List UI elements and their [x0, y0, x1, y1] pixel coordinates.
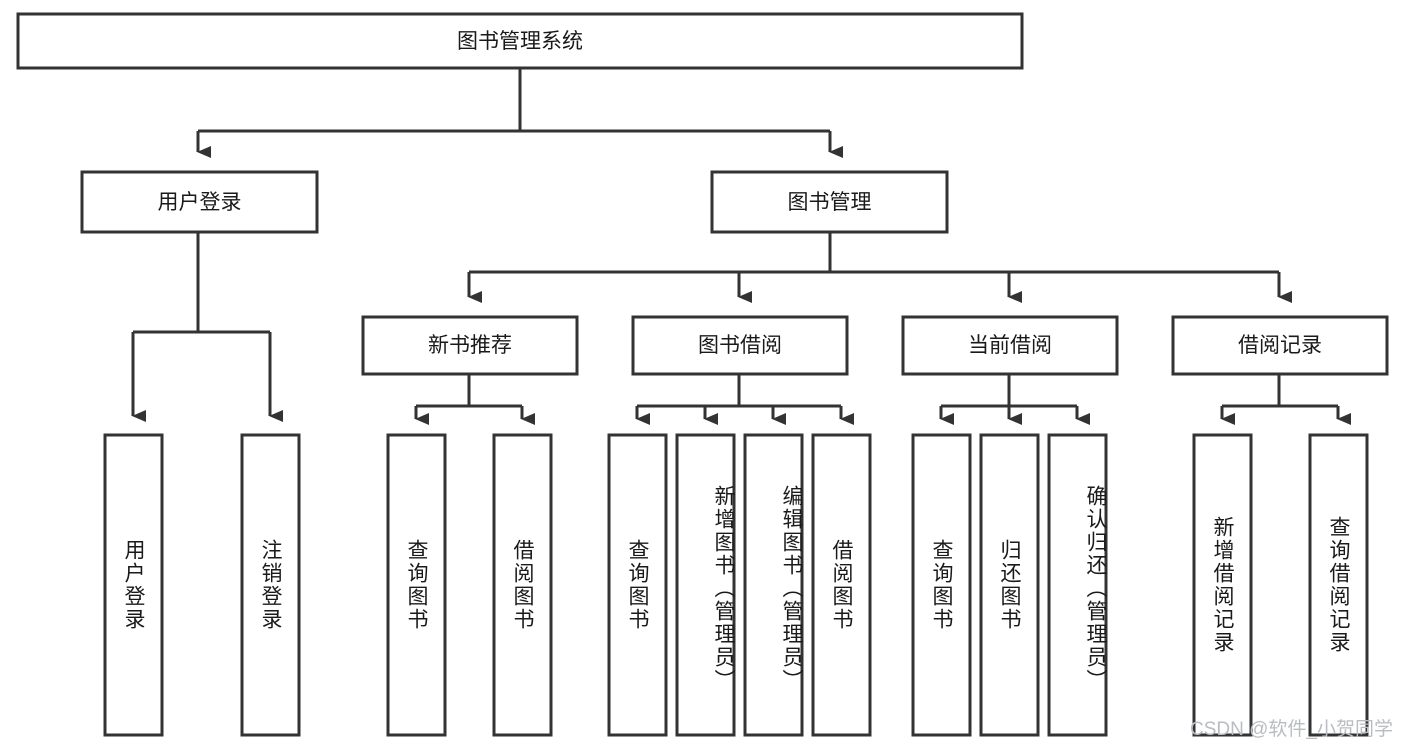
connector-recommend-bus — [416, 374, 522, 408]
node-leaf-user-login-box[interactable] — [103, 433, 164, 737]
connector-current-bus — [941, 374, 1077, 408]
node-leaf-recommend-query-box[interactable] — [386, 433, 447, 737]
connector-records-bus — [1222, 374, 1338, 408]
connector-book-manage-bus — [469, 232, 1279, 274]
connector-user-login-bus — [133, 232, 270, 334]
node-user-login-box[interactable] — [80, 170, 319, 234]
node-leaf-borrow-add-box[interactable] — [675, 433, 736, 737]
node-leaf-recommend-borrow-box[interactable] — [492, 433, 553, 737]
node-leaf-borrow-query-box[interactable] — [607, 433, 668, 737]
node-leaf-records-add-box[interactable] — [1192, 433, 1253, 737]
node-leaf-borrow-lend-box[interactable] — [811, 433, 872, 737]
node-current-borrow-box[interactable] — [901, 315, 1119, 376]
node-leaf-borrow-edit-box[interactable] — [743, 433, 804, 737]
node-borrow-records-box[interactable] — [1171, 315, 1389, 376]
node-leaf-current-return-box[interactable] — [979, 433, 1040, 737]
node-leaf-logout-box[interactable] — [240, 433, 301, 737]
node-book-borrow-box[interactable] — [631, 315, 849, 376]
node-leaf-current-confirm-box[interactable] — [1047, 433, 1108, 737]
node-leaf-records-query-box[interactable] — [1308, 433, 1369, 737]
connector-root-bus — [198, 68, 830, 133]
node-book-manage-box[interactable] — [710, 170, 949, 234]
node-leaf-current-query-box[interactable] — [911, 433, 972, 737]
connector-borrow-bus — [637, 374, 841, 408]
node-root-box[interactable] — [16, 12, 1024, 70]
node-new-book-recommend-box[interactable] — [361, 315, 579, 376]
